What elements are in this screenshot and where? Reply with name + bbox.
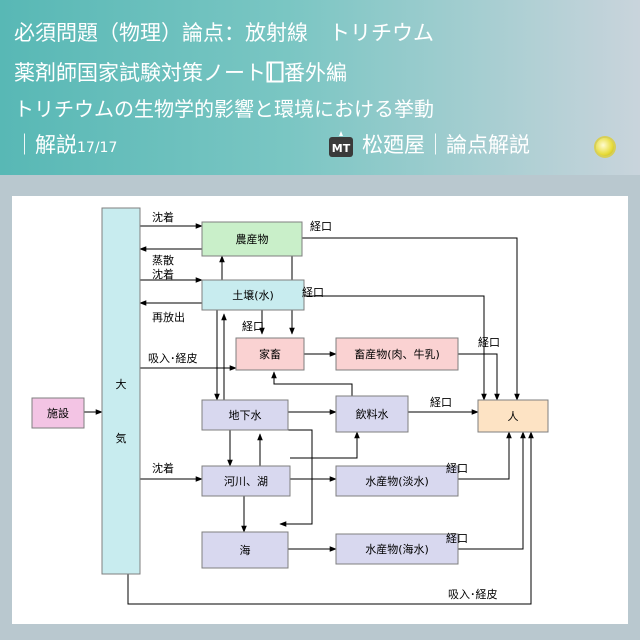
node-river-lake [201, 465, 291, 497]
label-livestock-products: 畜産物(肉、牛乳) [354, 347, 440, 361]
diagram-panel: 施設 大 気 農産物 土壌(水) 家畜 畜産物(肉、牛乳) 地下水 飲料水 人 … [12, 196, 628, 624]
header-title: 必須問題（物理）論点：放射線 トリチウム [14, 21, 434, 45]
tritium-pathway-diagram: 施設 大 気 農産物 土壌(水) 家畜 畜産物(肉、牛乳) 地下水 飲料水 人 … [31, 207, 549, 605]
brand-name: 松廼屋｜論点解説 [362, 133, 530, 157]
node-atmosphere [101, 207, 141, 575]
edge-label-oral-livestock: 経口 [242, 320, 264, 333]
node-sea [201, 531, 289, 569]
node-freshwater-products [335, 465, 459, 497]
label-facility: 施設 [47, 406, 69, 420]
yellow-dot-icon [596, 138, 614, 156]
header-banner: 必須問題（物理）論点：放射線 トリチウム 薬剤師国家試験対策ノート番外編 トリチ… [0, 0, 640, 175]
node-groundwater [201, 399, 289, 431]
edge-label-oral-soil: 経口 [302, 286, 324, 299]
edge-label-oral-freshwater: 経口 [446, 462, 468, 475]
mt-logo-icon: MT [326, 130, 356, 160]
node-seawater-products [335, 533, 459, 565]
edge-label-inhale-skin-livestock: 吸入･経皮 [148, 352, 198, 365]
edge-label-oral-seawater: 経口 [446, 532, 468, 545]
node-facility [31, 397, 85, 429]
label-human: 人 [508, 410, 519, 423]
edge-label-deposition-top: 沈着 [152, 210, 174, 224]
node-soil [201, 279, 305, 311]
node-drinking-water [335, 395, 409, 433]
edge-label-oral-products: 経口 [478, 336, 500, 349]
page-counter: 17/17 [77, 140, 118, 156]
label-freshwater-products: 水産物(淡水) [365, 474, 429, 488]
node-livestock [235, 337, 305, 371]
node-crops [201, 221, 303, 257]
label-groundwater: 地下水 [229, 409, 262, 422]
diagram-edges [84, 223, 534, 605]
diagram-nodes [31, 207, 549, 575]
header-topic: トリチウムの生物学的影響と環境における挙動 [14, 97, 434, 121]
edge-label-oral-crops: 経口 [310, 220, 332, 233]
label-drinking-water: 飲料水 [356, 407, 389, 421]
node-labels: 施設 大 気 農産物 土壌(水) 家畜 畜産物(肉、牛乳) 地下水 飲料水 人 … [47, 232, 519, 557]
label-sea: 海 [240, 543, 251, 557]
label-atmosphere-b: 気 [116, 431, 127, 445]
label-seawater-products: 水産物(海水) [365, 542, 429, 556]
edge-label-oral-drinking: 経口 [430, 396, 452, 409]
subtitle-prefix: 薬剤師国家試験対策ノート [14, 61, 266, 85]
edge-label-deposition-river: 沈着 [152, 461, 174, 475]
header-section: ｜解説17/17 [14, 132, 117, 161]
edge-labels: 沈着 蒸散 沈着 再放出 経口 経口 経口 吸入･経皮 経口 経口 沈着 経口 … [148, 210, 500, 601]
subtitle-suffix: 番外編 [284, 61, 347, 85]
node-human [477, 399, 549, 433]
edge-label-deposition-soil: 沈着 [152, 267, 174, 281]
edge-label-evaporation: 蒸散 [152, 253, 174, 267]
section-label: ｜解説 [14, 133, 77, 157]
node-livestock-products [335, 337, 459, 371]
label-crops: 農産物 [236, 232, 269, 246]
edge-label-inhale-skin-human: 吸入･経皮 [448, 588, 498, 601]
label-livestock: 家畜 [259, 347, 281, 361]
header-subtitle: 薬剤師国家試験対策ノート番外編 [14, 60, 347, 89]
label-soil: 土壌(水) [232, 289, 274, 302]
label-atmosphere-a: 大 [116, 377, 127, 391]
edge-label-re-release: 再放出 [152, 310, 185, 324]
logo-text: MT [332, 142, 351, 155]
label-river-lake: 河川、湖 [224, 475, 268, 488]
notebook-icon [266, 61, 284, 89]
